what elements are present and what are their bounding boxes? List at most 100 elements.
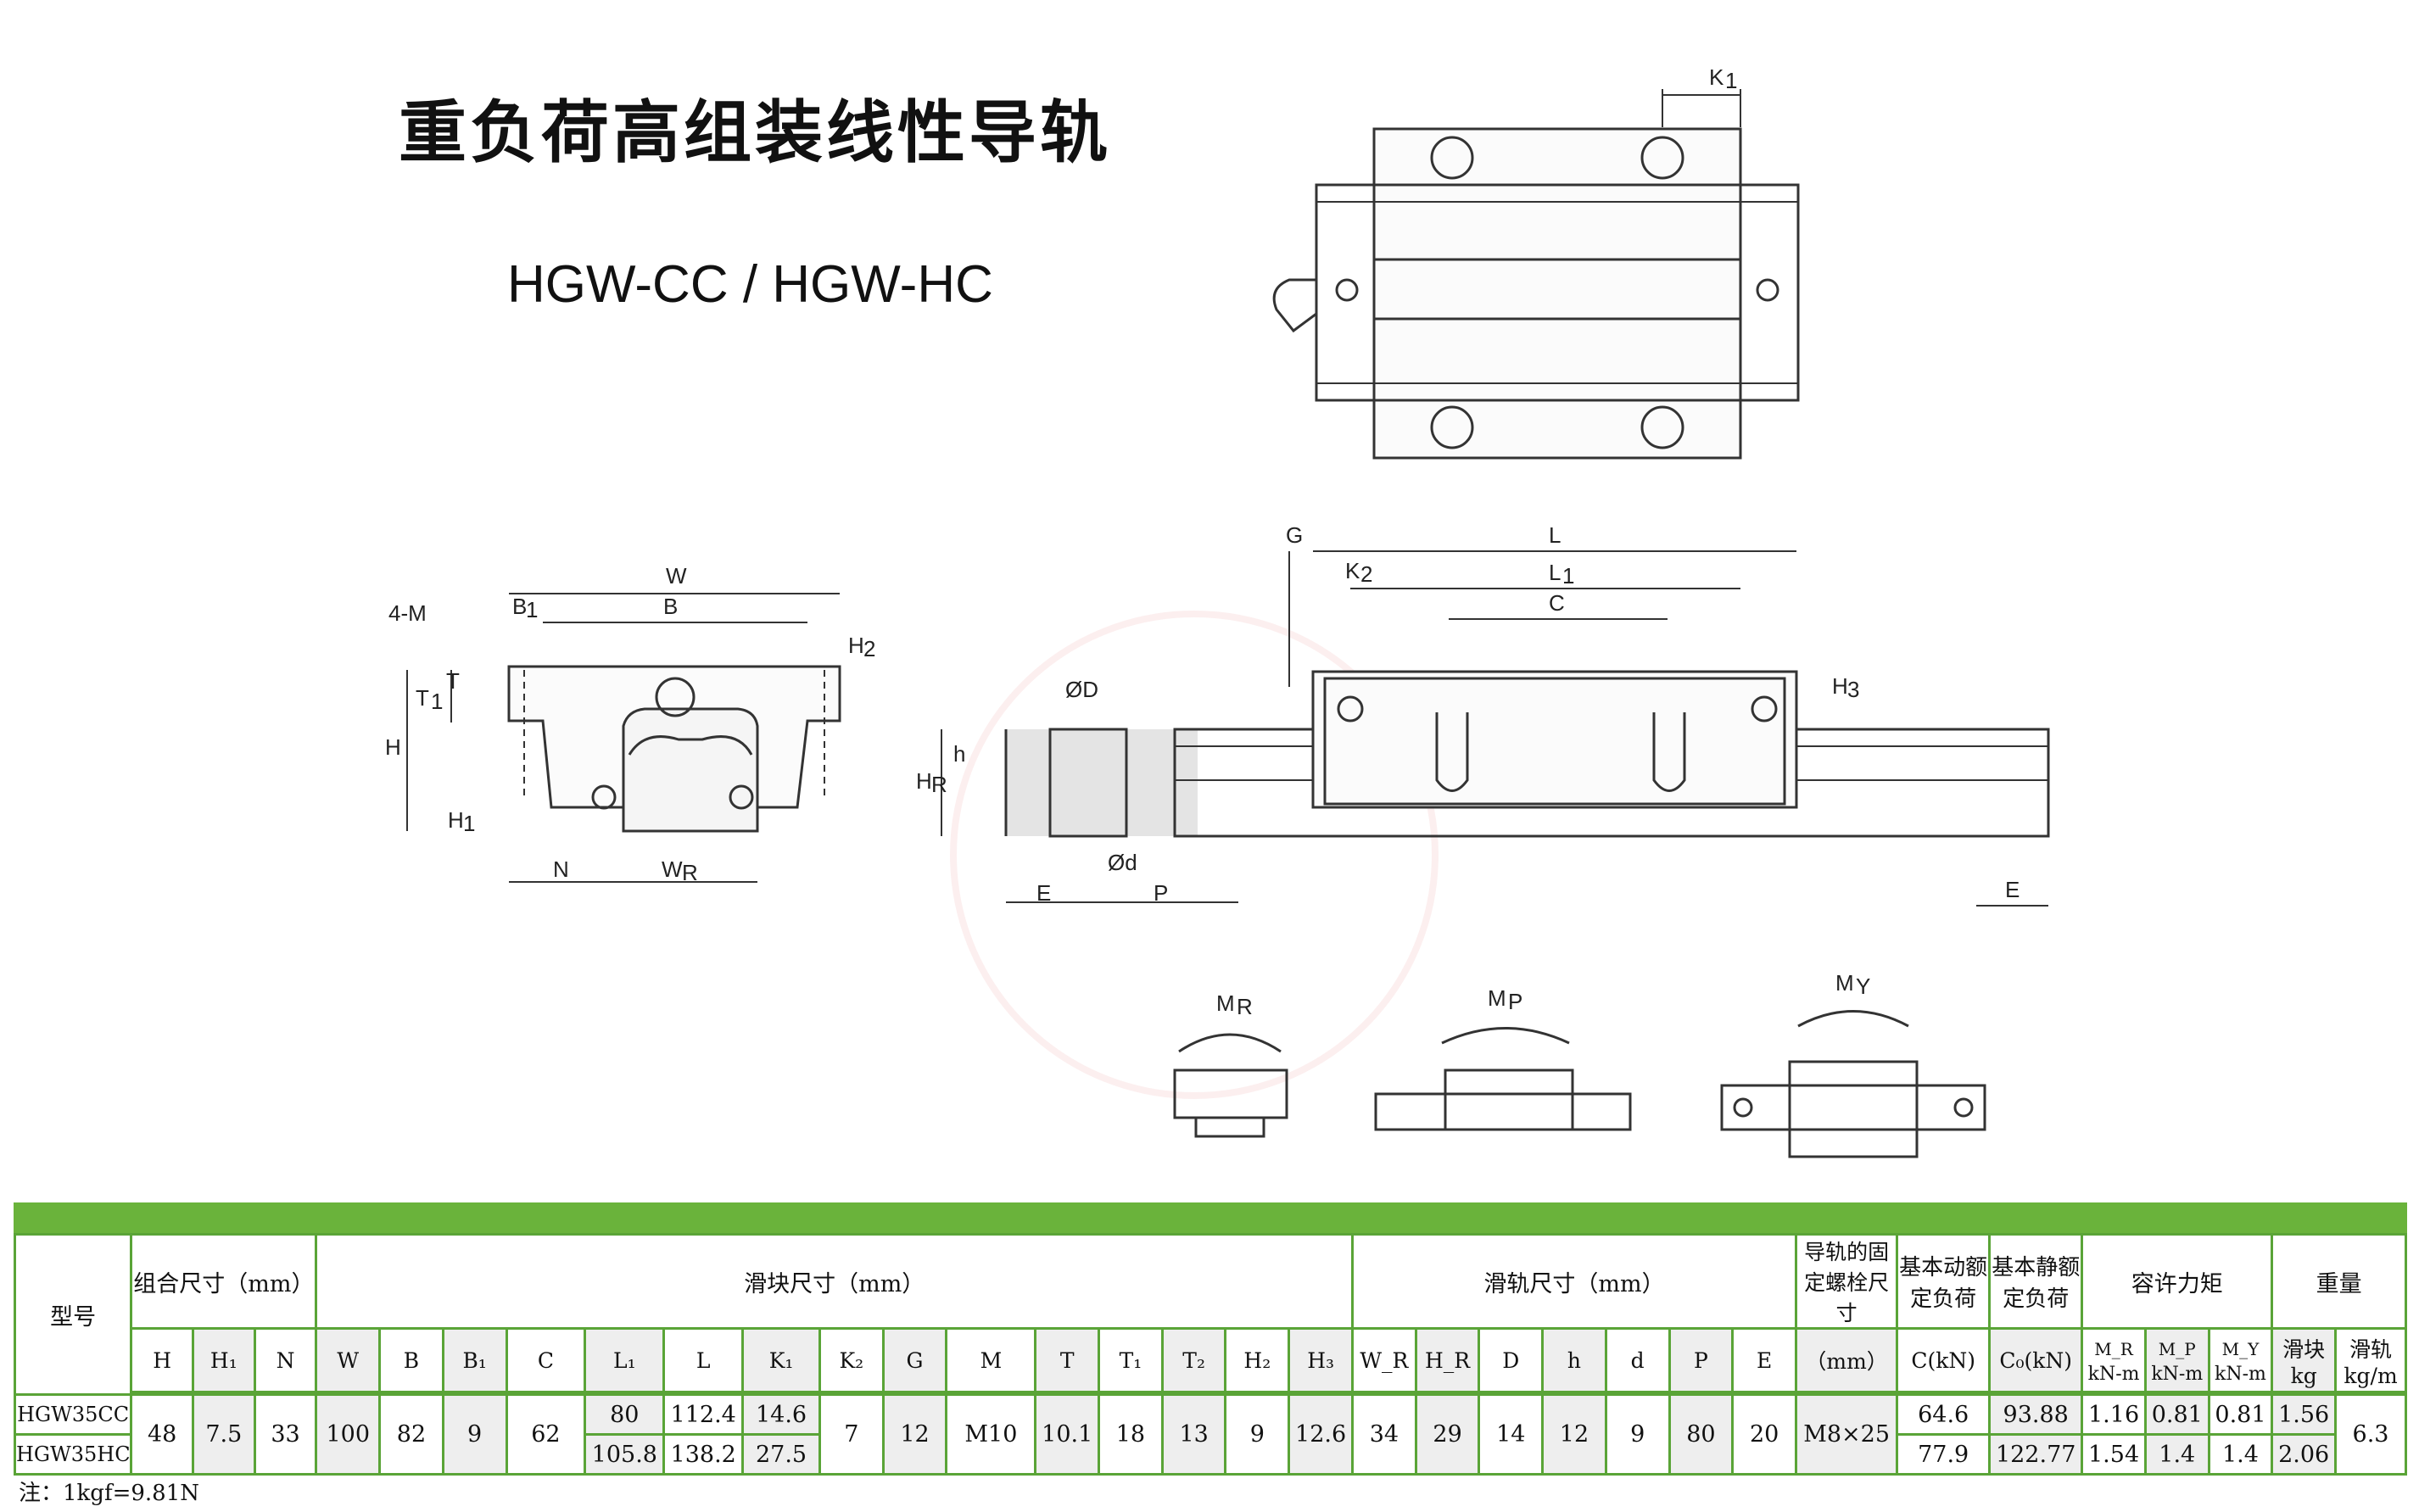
sh-bolt-unit: （mm） [1795,1327,1899,1393]
sub-h1: 1 [463,811,475,836]
sub-l1: 1 [1562,563,1574,589]
sh-n: N [253,1327,318,1393]
label-mp: M [1488,985,1506,1011]
dim-p: P [1154,880,1168,906]
cell-mr: 1.16 [2081,1393,2147,1436]
dim-hr: H [916,768,932,794]
spec-table: 型号 组合尺寸（mm） 滑块尺寸（mm） 滑轨尺寸（mm） 导轨的固定螺栓尺寸 … [13,1233,2407,1476]
cell-b: 82 [378,1393,444,1476]
group-assembly-header: 组合尺寸（mm） [130,1233,318,1330]
sub-t1: 1 [431,689,443,714]
cell-my: 0.81 [2207,1393,2274,1436]
cell-h3: 12.6 [1288,1393,1355,1476]
sh-c0-kn: C₀(kN) [1988,1327,2084,1393]
cell-bolt: M8×25 [1795,1393,1899,1476]
sh-t: T [1034,1327,1101,1393]
cell-mp-hc: 1.4 [2143,1433,2210,1476]
sh-l: L [662,1327,745,1393]
cell-d-cap: 14 [1478,1393,1545,1476]
col-dyn-header: 基本动额定负荷 [1896,1233,1992,1330]
sub-mr: R [1237,994,1253,1019]
sh-h: H [130,1327,194,1393]
label-mr: M [1216,990,1235,1016]
col-static-header: 基本静额定负荷 [1988,1233,2084,1330]
sh-h3: H₃ [1288,1327,1355,1393]
sh-g: G [881,1327,948,1393]
dim-c: C [1549,590,1565,616]
dim-4m: 4-M [388,600,427,626]
front-section-view [406,593,841,883]
sh-k2: K₂ [818,1327,885,1393]
dim-e: E [1036,880,1051,906]
cell-k1-hc: 27.5 [741,1433,821,1476]
cell-h: 48 [130,1393,194,1476]
rail-profile [941,728,1238,903]
sh-p: P [1668,1327,1735,1393]
dim-w: W [666,563,687,589]
cell-mr-hc: 1.54 [2081,1433,2147,1476]
cell-t2: 13 [1160,1393,1227,1476]
sub-h3: 3 [1847,677,1859,702]
group-weight-header: 重量 [2271,1233,2407,1330]
model-series: HGW-CC / HGW-HC [507,255,993,314]
dim-e2: E [2005,877,2020,902]
group-moment-header: 容许力矩 [2081,1233,2274,1330]
cell-hr: 29 [1414,1393,1481,1476]
moment-diagrams [1173,1010,1986,1158]
cell-my-hc: 1.4 [2207,1433,2274,1476]
dim-n: N [553,856,569,882]
cell-rail-kgm: 6.3 [2334,1393,2407,1476]
dim-h3: H [1832,673,1848,699]
sub-hr: R [931,772,947,797]
sh-k1: K₁ [741,1327,821,1393]
cell-d: 9 [1604,1393,1671,1476]
sub-header-row: H H₁ N W B B₁ C L₁ L K₁ K₂ G M T T₁ T₂ H… [15,1327,2407,1393]
cell-l: 112.4 [662,1393,745,1436]
sub-b1: 1 [526,597,538,622]
table-top-bar [14,1202,2407,1233]
cell-l1-hc: 105.8 [584,1433,666,1476]
cell-c: 62 [505,1393,587,1476]
sh-l1: L₁ [584,1327,666,1393]
table-row: HGW35HC 105.8 138.2 27.5 77.9 122.77 1.5… [13,1433,2406,1476]
sh-t1: T₁ [1098,1327,1164,1393]
watermark-seal [950,611,1439,1099]
cell-h-small: 12 [1541,1393,1607,1476]
cell-m: M10 [945,1393,1037,1476]
dim-t1: T [416,685,429,711]
side-view-block [1173,550,2050,907]
group-rail-header: 滑轨尺寸（mm） [1351,1233,1798,1330]
cell-g: 12 [881,1393,948,1476]
sh-h2: H₂ [1224,1327,1291,1393]
cell-e: 20 [1731,1393,1798,1476]
cell-c0-hc: 122.77 [1988,1433,2084,1476]
dim-l1: L [1549,560,1561,585]
page-title: 重负荷高组装线性导轨 [399,93,1111,172]
dim-k2: K [1345,558,1360,583]
sh-d: d [1604,1327,1671,1393]
cell-l1: 80 [584,1393,666,1436]
col-model-header: 型号 [13,1233,133,1396]
sub-mp: P [1508,989,1522,1014]
cell-w: 100 [315,1393,382,1476]
sub-wr: R [682,860,698,885]
cell-t: 10.1 [1034,1393,1101,1476]
sh-d-cap: D [1478,1327,1545,1393]
footnote: 注：1kgf=9.81N [19,1481,199,1506]
sh-c-kn: C(kN) [1896,1327,1992,1393]
dim-k1: K [1709,64,1724,90]
cell-p: 80 [1668,1393,1735,1476]
dim-h: H [385,734,401,760]
top-view-block [1272,89,1800,460]
sub-k2: 2 [1360,561,1372,587]
dim-l: L [1549,522,1561,548]
cell-block-kg: 1.56 [2271,1393,2338,1436]
cell-h1: 7.5 [191,1393,256,1476]
col-bolt-header: 导轨的固定螺栓尺寸 [1795,1233,1899,1330]
cell-h2: 9 [1224,1393,1291,1476]
row1-model: HGW35CC [13,1393,133,1436]
sh-c: C [505,1327,587,1393]
